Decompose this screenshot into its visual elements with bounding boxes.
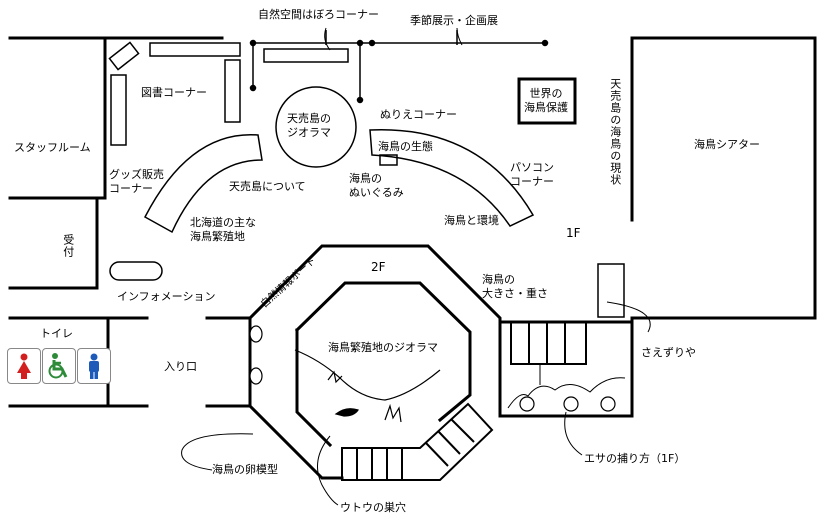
- women-toilet-icon: [7, 348, 41, 384]
- callout-esa: [564, 411, 583, 456]
- label-2f: 2F: [371, 260, 386, 274]
- label-teuri-diorama: 天売島の ジオラマ: [287, 112, 331, 139]
- label-theater: 海鳥シアター: [694, 138, 760, 151]
- label-sekai: 世界の 海鳥保護: [524, 87, 568, 114]
- label-umidori-seitai: 海鳥の生態: [378, 140, 433, 153]
- showcase-top: [149, 42, 241, 57]
- bookshelf-left: [110, 74, 127, 146]
- stairs-right: [510, 321, 587, 365]
- label-toilet: トイレ: [40, 327, 73, 340]
- terrain-line: [294, 349, 441, 401]
- label-teuri-ni-tsuite: 天売島について: [229, 180, 306, 193]
- nature-case: [263, 48, 349, 63]
- octagon-outer-top: [247, 244, 502, 324]
- bookshelf-right: [224, 59, 241, 123]
- callout-saezuri: [606, 301, 651, 333]
- label-staff: スタッフルーム: [14, 141, 91, 154]
- saezuri-box: [597, 263, 625, 318]
- label-saezuri: さえずりや: [641, 346, 696, 359]
- label-nuigurumi: 海鳥の ぬいぐるみ: [349, 172, 404, 199]
- label-kankyo: 海鳥と環境: [444, 214, 499, 227]
- label-info: インフォメーション: [117, 290, 216, 303]
- callout-utou: [317, 435, 339, 506]
- label-pasokon: パソコン コーナー: [510, 161, 554, 188]
- label-utou: ウトウの巣穴: [340, 501, 406, 514]
- octagon-inner-top: [294, 281, 472, 423]
- curved-wall-right: [369, 129, 535, 227]
- label-kisetsu: 季節展示・企画展: [410, 14, 498, 27]
- toilet-icons: [7, 348, 111, 384]
- callout-egg: [181, 433, 254, 471]
- wave-line: [507, 377, 626, 409]
- label-goods: グッズ販売 コーナー: [109, 168, 164, 195]
- label-nurie: ぬりえコーナー: [380, 108, 457, 121]
- teuri-diorama-circle: [275, 86, 357, 168]
- showcase-tilted: [108, 41, 140, 71]
- info-desk: [109, 261, 163, 281]
- label-iriguchi: 入り口: [164, 360, 197, 373]
- label-ookisa: 海鳥の 大きさ・重さ: [482, 273, 548, 300]
- world-protection-box: [517, 77, 577, 125]
- label-ranmokei: 海鳥の卵模型: [212, 463, 278, 476]
- small-box: [379, 154, 398, 166]
- curved-wall-left: [143, 134, 263, 234]
- stairs-bottom: [341, 402, 494, 481]
- label-shizen-kukan: 自然空間はぼろコーナー: [258, 8, 379, 21]
- label-tosho: 図書コーナー: [141, 86, 207, 99]
- octagon-outer-left: [248, 316, 344, 480]
- octagon-inner-left: [295, 328, 333, 448]
- label-1f: 1F: [566, 226, 581, 240]
- label-esa: エサの捕り方（1F）: [584, 452, 686, 465]
- label-teuri-genjo: 天売島の海鳥の現状: [608, 78, 622, 186]
- label-hanshoku-diorama: 海鳥繁殖地のジオラマ: [328, 341, 438, 354]
- accessible-toilet-icon: [42, 348, 76, 384]
- label-uketsuke: 受付: [61, 234, 75, 258]
- men-toilet-icon: [77, 348, 111, 384]
- label-hokkaido: 北海道の主な 海鳥繁殖地: [190, 216, 256, 243]
